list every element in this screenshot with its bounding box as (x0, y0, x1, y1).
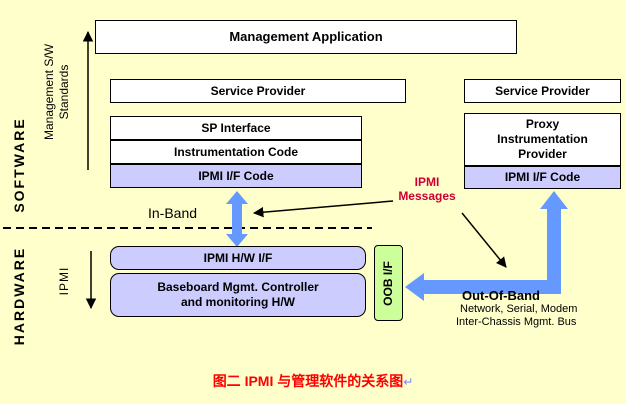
ipmi-hw-if-label: IPMI H/W I/F (203, 250, 273, 265)
ipmi-messages-line2: Messages (398, 189, 456, 203)
ipmi-rail-label: IPMI (57, 266, 71, 296)
ipmi-messages-pointer-inband (252, 200, 394, 218)
mgmt-standards-label: Management S/W Standards (42, 44, 72, 140)
ipmi-if-code-left-box: IPMI I/F Code (110, 164, 362, 188)
oob-horizontal-arrow (405, 273, 561, 301)
proxy-line2: Instrumentation (497, 132, 588, 146)
oob-if-label: OOB I/F (381, 260, 396, 306)
oob-if-box: OOB I/F (374, 245, 403, 321)
sp-interface-box: SP Interface (110, 116, 362, 140)
out-of-band-label: Out-Of-Band (462, 288, 540, 303)
sp-interface-label: SP Interface (201, 120, 271, 135)
ipmi-if-code-right-label: IPMI I/F Code (504, 170, 581, 184)
proxy-line1: Proxy (525, 117, 560, 131)
proxy-line3: Provider (518, 147, 567, 161)
ipmi-messages-pointer-oob (461, 212, 507, 268)
oob-detail-line1: Network, Serial, Modem (460, 303, 578, 315)
oob-detail-line2: Inter-Chassis Mgmt. Bus (456, 316, 577, 328)
service-provider-right-label: Service Provider (495, 83, 590, 98)
ipmi-messages-line1: IPMI (414, 175, 440, 189)
software-rail-label: SOFTWARE (11, 117, 27, 213)
return-mark: ↵ (403, 375, 414, 389)
instrumentation-code-label: Instrumentation Code (173, 144, 298, 159)
ipmi-hw-if-box: IPMI H/W I/F (110, 246, 366, 270)
ipmi-messages-label: IPMI Messages (387, 175, 467, 203)
proxy-instrumentation-provider-box: Proxy Instrumentation Provider (464, 113, 621, 166)
mgmt-standards-line1: Management S/W (42, 43, 56, 141)
baseboard-mgmt-controller-box: Baseboard Mgmt. Controller and monitorin… (110, 273, 366, 317)
service-provider-left-box: Service Provider (110, 79, 406, 103)
management-application-box: Management Application (95, 20, 517, 54)
instrumentation-code-box: Instrumentation Code (110, 140, 362, 164)
in-band-label: In-Band (148, 205, 198, 221)
baseboard-line1: Baseboard Mgmt. Controller (157, 280, 319, 294)
service-provider-left-label: Service Provider (210, 83, 306, 98)
hardware-rail-label: HARDWARE (11, 246, 27, 346)
service-provider-right-box: Service Provider (464, 79, 621, 103)
ipmi-if-code-right-box: IPMI I/F Code (464, 166, 621, 189)
figure-caption-text: 图二 IPMI 与管理软件的关系图 (212, 373, 404, 389)
mgmt-standards-line2: Standards (57, 64, 71, 120)
in-band-arrow (226, 191, 248, 247)
baseboard-line2: and monitoring H/W (181, 295, 295, 309)
management-application-label: Management Application (229, 28, 383, 44)
ipmi-if-code-left-label: IPMI I/F Code (198, 168, 274, 183)
oob-vertical-arrow (540, 191, 568, 294)
figure-caption: 图二 IPMI 与管理软件的关系图↵ (0, 371, 626, 391)
